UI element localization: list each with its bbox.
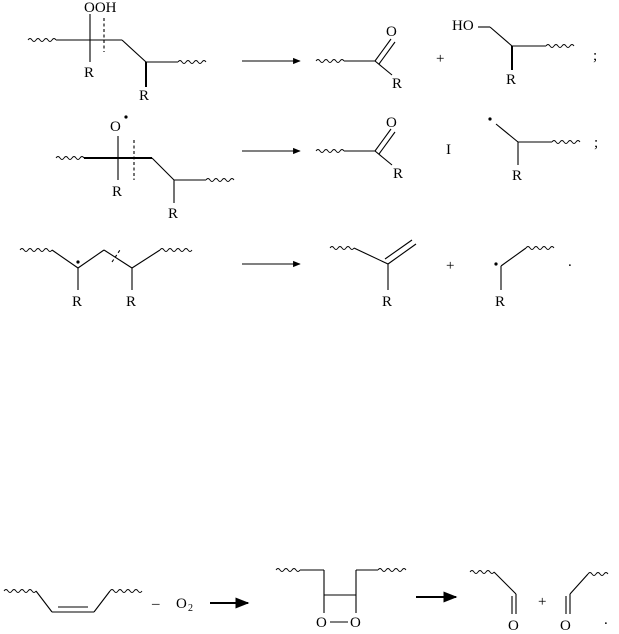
bond	[493, 571, 517, 595]
period: .	[568, 254, 572, 270]
period: .	[604, 612, 608, 628]
r-label: R	[112, 184, 122, 200]
bond	[77, 249, 105, 269]
reaction-1: OOH R R O R + HO R ;	[27, 0, 597, 104]
double-bond	[384, 239, 413, 260]
reactant-alkoxyl-radical: O R R	[55, 115, 235, 222]
bond	[374, 60, 393, 76]
semicolon: ;	[594, 135, 598, 151]
ho-label: HO	[452, 18, 474, 34]
plus-sign: +	[436, 51, 444, 67]
o-label: O	[508, 618, 519, 634]
o-label: O	[386, 24, 397, 40]
cleavage-dashed-line	[111, 249, 121, 263]
reactant-hydroperoxide: OOH R R	[27, 0, 207, 104]
bond	[489, 26, 513, 47]
r-label: R	[506, 72, 516, 88]
r-label: R	[382, 294, 392, 310]
bond	[353, 247, 389, 265]
plus-sign: I	[446, 142, 451, 158]
radical-dot	[488, 117, 492, 121]
r-label: R	[392, 76, 402, 92]
wavy-chain-end	[177, 60, 207, 64]
ooh-label: OOH	[84, 0, 117, 16]
wavy-chain-end	[3, 589, 37, 593]
reaction-3: R R R + R .	[19, 239, 572, 310]
radical-dot	[124, 115, 128, 119]
bond	[51, 249, 79, 269]
carbonyl-bond	[378, 131, 396, 155]
wavy-chain-end	[315, 149, 345, 153]
bond	[103, 249, 133, 269]
o-label: O	[350, 615, 361, 631]
product-alkyl-radical: R	[494, 246, 555, 310]
bond	[374, 150, 393, 166]
r-label: R	[168, 206, 178, 222]
wavy-chain-end	[109, 589, 143, 593]
r-label: R	[84, 65, 94, 81]
double-bond	[387, 243, 417, 265]
r-label: R	[512, 168, 522, 184]
wavy-chain-end	[329, 246, 355, 250]
plus-sign: +	[538, 594, 546, 610]
r-label: R	[126, 294, 136, 310]
wavy-chain-end	[205, 178, 235, 182]
wavy-chain-end	[275, 568, 301, 572]
product-aldehyde-2: O	[560, 572, 609, 634]
bond	[500, 247, 527, 267]
bond	[131, 249, 161, 269]
r-label: R	[495, 294, 505, 310]
plus-sign: +	[446, 258, 454, 274]
wavy-chain-end	[27, 38, 57, 42]
intermediate-dioxetane: O O	[275, 568, 407, 631]
product-alcohol: HO R	[452, 18, 575, 88]
radical-dot	[76, 260, 80, 264]
o2-label: O	[176, 596, 187, 612]
wavy-chain-end	[545, 44, 575, 48]
bond	[93, 590, 111, 613]
wavy-chain-end	[55, 156, 85, 160]
bond	[121, 39, 147, 63]
product-aldehyde-1: O	[469, 570, 519, 634]
r-label: R	[139, 88, 149, 104]
o-label: O	[316, 615, 327, 631]
semicolon: ;	[593, 48, 597, 64]
wavy-chain-end	[159, 248, 193, 252]
reactant-alkyl-radical: R R	[19, 248, 193, 310]
r-label: R	[72, 294, 82, 310]
bond	[35, 590, 53, 613]
wavy-chain-end	[469, 570, 495, 574]
wavy-chain-end	[551, 140, 581, 144]
carbonyl-bond	[374, 38, 392, 62]
o-label: O	[110, 119, 121, 135]
reaction-4: – O 2 O O O + O	[3, 568, 609, 634]
product-ketone: O R	[315, 24, 402, 92]
carbonyl-bond	[378, 41, 396, 65]
wavy-chain-end	[525, 246, 555, 250]
o-label: O	[386, 115, 397, 131]
reactant-cis-alkene	[3, 589, 143, 613]
wavy-chain-end	[315, 59, 345, 63]
bond	[495, 123, 519, 143]
bond	[569, 573, 589, 595]
wavy-chain-end	[19, 248, 53, 252]
radical-dot	[494, 262, 498, 266]
product-alkene: R	[329, 239, 417, 310]
wavy-chain-end	[587, 572, 609, 576]
o-label: O	[560, 618, 571, 634]
reaction-2: O R R O R I R	[55, 115, 598, 222]
o2-subscript: 2	[188, 603, 193, 614]
product-alkyl-radical: R	[488, 117, 581, 184]
product-ketone: O R	[315, 115, 403, 182]
r-label: R	[393, 166, 403, 182]
minus-sign: –	[151, 596, 160, 612]
wavy-chain-end	[377, 568, 407, 572]
bond	[151, 157, 175, 181]
carbonyl-bond	[374, 128, 392, 152]
